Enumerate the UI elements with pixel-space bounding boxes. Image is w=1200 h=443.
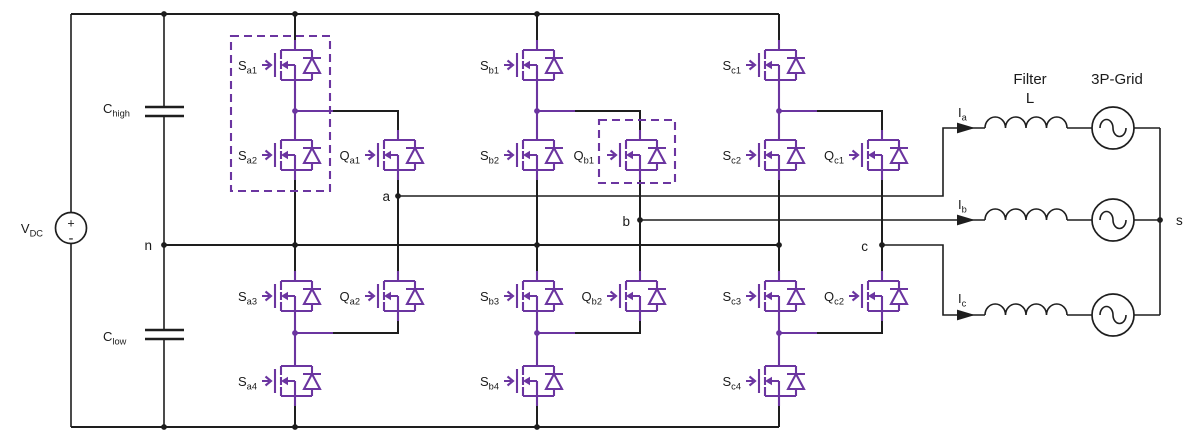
mosfet-Q-c2	[847, 269, 910, 323]
current-arrow-c	[957, 309, 975, 321]
midpoint-links	[293, 90, 817, 356]
label-S-c3: Sc3	[723, 289, 742, 307]
node-c-label: c	[861, 239, 868, 254]
dc-voltage-source: + -	[54, 211, 88, 247]
capacitor-low-label: Clow	[103, 329, 127, 347]
node-a-label: a	[382, 189, 390, 204]
clamp-branch-wires	[333, 110, 883, 334]
dc-bus-and-phase-wires	[71, 13, 883, 428]
labels: VDC Chigh Clow n a b c s Sa1 Sa2 Sa3 Sa4…	[21, 58, 1183, 392]
capacitor-high-label: Chigh	[103, 101, 130, 119]
mosfet-S-b3	[502, 269, 565, 323]
source-capacitor-wires	[70, 14, 184, 427]
current-arrow-a	[957, 122, 975, 134]
node-n-label: n	[144, 238, 152, 253]
mosfet-S-c1	[744, 38, 807, 92]
mosfet-Q-c1	[847, 128, 910, 182]
node-b-dot	[637, 217, 643, 223]
current-label-ib: Ib	[958, 197, 967, 215]
phase-columns	[294, 14, 780, 427]
label-S-a3: Sa3	[238, 289, 257, 307]
node-a-dot	[395, 193, 401, 199]
label-S-b3: Sb3	[480, 289, 499, 307]
label-Q-a2: Qa2	[340, 289, 360, 307]
label-S-b4: Sb4	[480, 374, 499, 392]
mosfet-S-b1	[502, 38, 565, 92]
mosfet-Q-b2	[605, 269, 668, 323]
node-c-dot	[879, 242, 885, 248]
grid-label: 3P-Grid	[1091, 71, 1143, 88]
label-S-c1: Sc1	[723, 58, 742, 76]
label-Q-a1: Qa1	[340, 148, 360, 166]
node-s-dot	[1157, 217, 1163, 223]
mosfet-S-b4	[502, 354, 565, 408]
highlight-box-Qb1	[597, 118, 677, 185]
switch-devices	[260, 38, 910, 408]
filter-label-line2: L	[1026, 90, 1034, 107]
dc-bus-rails	[71, 13, 779, 428]
ac-filter-and-grid	[957, 106, 1135, 337]
label-S-c2: Sc2	[723, 148, 742, 166]
mosfet-S-c3	[744, 269, 807, 323]
label-Q-c1: Qc1	[824, 148, 844, 166]
current-label-ic: Ic	[958, 291, 967, 309]
mosfet-S-a2	[260, 128, 323, 182]
node-s-label: s	[1176, 213, 1183, 228]
current-label-ia: Ia	[958, 105, 968, 123]
highlight-box-Sa1-Sa2	[229, 34, 332, 193]
label-S-b1: Sb1	[480, 58, 499, 76]
grid-source-a	[1091, 106, 1135, 150]
current-arrow-b	[957, 214, 975, 226]
capacitor-low-plates	[145, 328, 184, 341]
mosfet-S-a4	[260, 354, 323, 408]
mosfet-S-c2	[744, 128, 807, 182]
mosfet-S-a1	[260, 38, 323, 92]
filter-inductor-c	[984, 303, 1068, 316]
device-interconnects	[293, 90, 817, 356]
label-S-b2: Sb2	[480, 148, 499, 166]
junction-dots	[161, 11, 1163, 430]
mosfet-Q-b1	[605, 128, 668, 182]
filter-inductor-a	[984, 116, 1068, 129]
filter-inductor-b	[984, 208, 1068, 221]
dc-source-plus: +	[67, 217, 74, 231]
dc-source-minus: -	[69, 230, 74, 247]
label-S-c4: Sc4	[723, 374, 742, 392]
node-b-label: b	[622, 214, 630, 229]
capacitor-high-plates	[145, 105, 184, 118]
mosfet-Q-a2	[363, 269, 426, 323]
label-Q-c2: Qc2	[824, 289, 844, 307]
label-Q-b1: Qb1	[574, 148, 594, 166]
filter-label-line1: Filter	[1013, 71, 1046, 88]
label-Q-b2: Qb2	[582, 289, 602, 307]
mosfet-Q-a1	[363, 128, 426, 182]
label-S-a1: Sa1	[238, 58, 257, 76]
grid-source-c	[1091, 293, 1135, 337]
label-S-a4: Sa4	[238, 374, 257, 392]
mosfet-S-a3	[260, 269, 323, 323]
grid-source-b	[1091, 198, 1135, 242]
label-S-a2: Sa2	[238, 148, 257, 166]
dc-source-circle	[54, 211, 88, 245]
mosfet-S-c4	[744, 354, 807, 408]
dc-source-label: VDC	[21, 221, 43, 239]
mosfet-S-b2	[502, 128, 565, 182]
